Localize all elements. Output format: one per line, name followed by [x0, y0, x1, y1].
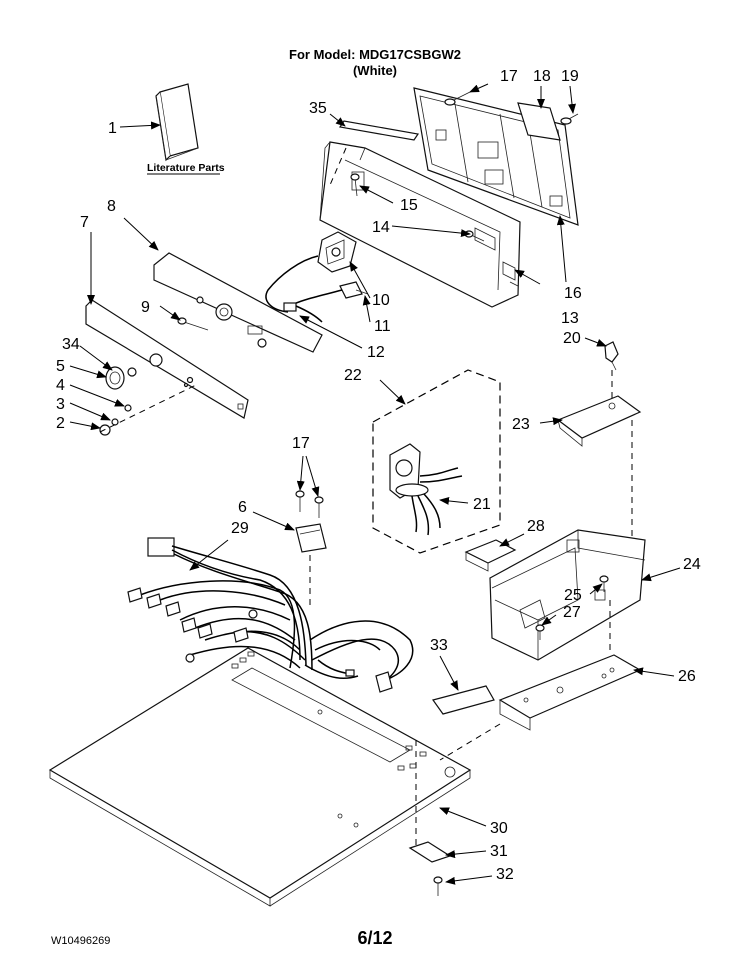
- callout-13: 13: [561, 310, 579, 327]
- callout-22: 22: [344, 367, 362, 384]
- control-harness: [265, 255, 343, 323]
- callout-21: 21: [473, 496, 491, 513]
- screw-32: [433, 876, 443, 896]
- gasket-33: [432, 685, 495, 715]
- spring-34: [127, 367, 137, 377]
- callout-29: 29: [231, 520, 249, 537]
- main-wire-harness: [127, 537, 414, 693]
- callout-19: 19: [561, 68, 579, 85]
- callout-30: 30: [490, 820, 508, 837]
- screw-15: [350, 173, 360, 197]
- control-panel: [153, 252, 323, 353]
- burner-box: [489, 529, 646, 661]
- callout-5: 5: [56, 358, 65, 375]
- base-plate-26: [498, 654, 642, 731]
- screw-9: [177, 317, 209, 331]
- callout-8: 8: [107, 198, 116, 215]
- knob-5: [105, 366, 125, 390]
- callout-17-lower: 17: [292, 435, 310, 452]
- callout-3: 3: [56, 396, 65, 413]
- switch: [339, 281, 369, 299]
- document-number: W10496269: [51, 935, 111, 947]
- callout-10: 10: [372, 292, 390, 309]
- callout-14: 14: [372, 219, 390, 236]
- top-panel: [48, 647, 472, 907]
- callout-23: 23: [512, 416, 530, 433]
- callout-2: 2: [56, 415, 65, 432]
- callout-9: 9: [141, 299, 150, 316]
- callout-16: 16: [564, 285, 582, 302]
- callout-7: 7: [80, 214, 89, 231]
- callout-18: 18: [533, 68, 551, 85]
- callout-20: 20: [563, 330, 581, 347]
- sensor-group-outline: [372, 369, 501, 554]
- screw-25: [599, 575, 609, 592]
- callout-15: 15: [400, 197, 418, 214]
- callout-32: 32: [496, 866, 514, 883]
- model-title: For Model: MDG17CSBGW2: [289, 47, 461, 62]
- screw-19: [560, 113, 579, 125]
- rod-35: [338, 120, 420, 141]
- model-color: (White): [352, 63, 398, 78]
- callout-28: 28: [527, 518, 545, 535]
- callout-27: 27: [563, 604, 581, 621]
- page-number: 6/12: [357, 928, 393, 948]
- callout-26: 26: [678, 668, 696, 685]
- callout-6: 6: [238, 499, 247, 516]
- callout-33: 33: [430, 637, 448, 654]
- callout-17-top: 17: [500, 68, 518, 85]
- callout-11: 11: [374, 318, 391, 335]
- sensor-assembly: [389, 443, 463, 536]
- screws-17-lower: [295, 490, 324, 518]
- connector-20: [604, 341, 619, 371]
- literature-book: [155, 83, 199, 162]
- console-housing: [319, 141, 521, 308]
- callout-34: 34: [62, 336, 80, 353]
- callout-25: 25: [564, 587, 582, 604]
- callout-35: 35: [309, 100, 327, 117]
- bracket-23: [556, 395, 642, 447]
- bracket-28: [464, 539, 517, 572]
- screw-27: [535, 624, 545, 640]
- relay: [295, 523, 327, 553]
- callout-31: 31: [490, 843, 508, 860]
- literature-label: Literature Parts: [147, 162, 225, 174]
- spacer-4: [124, 404, 132, 412]
- screw-17-top: [444, 91, 471, 106]
- callout-1: 1: [108, 120, 117, 137]
- callout-4: 4: [56, 377, 65, 394]
- callout-12: 12: [367, 344, 385, 361]
- timer: [317, 231, 357, 273]
- callout-24: 24: [683, 556, 701, 573]
